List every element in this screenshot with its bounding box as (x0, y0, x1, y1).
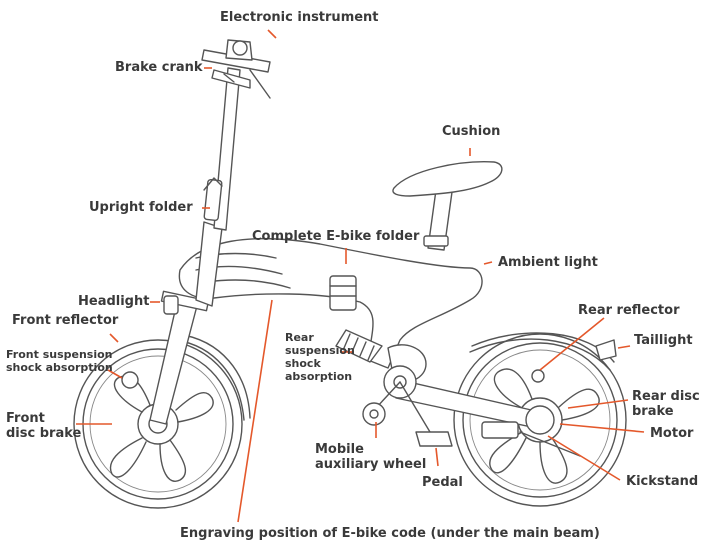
label-headlight: Headlight (78, 294, 150, 309)
label-electronic-instrument: Electronic instrument (220, 10, 379, 25)
label-engraving-position: Engraving position of E-bike code (under… (180, 526, 600, 541)
label-motor: Motor (650, 426, 694, 441)
label-complete-folder: Complete E-bike folder (252, 229, 420, 244)
swing-arm (395, 379, 541, 429)
label-mobile-auxiliary-wheel: Mobile auxiliary wheel (315, 442, 427, 472)
kickstand-leg (519, 431, 581, 457)
taillight-body (595, 339, 617, 361)
label-brake-crank: Brake crank (115, 60, 203, 75)
main-frame (178, 237, 483, 369)
auxiliary-wheel (362, 402, 386, 426)
handlebar (201, 39, 271, 99)
front-fork (149, 297, 199, 425)
label-upright-folder: Upright folder (89, 200, 193, 215)
label-taillight: Taillight (634, 333, 693, 348)
headlight-body (163, 295, 179, 315)
rear-reflector-body (531, 369, 545, 383)
label-kickstand: Kickstand (626, 474, 699, 489)
label-front-reflector: Front reflector (12, 313, 119, 328)
label-rear-disc-brake: Rear disc brake (632, 389, 700, 419)
pedal-body (415, 431, 453, 447)
front-wheel (73, 339, 243, 509)
label-ambient-light: Ambient light (498, 255, 598, 270)
front-reflector-body (121, 371, 139, 389)
label-front-suspension: Front suspension shock absorption (6, 348, 113, 374)
label-rear-reflector: Rear reflector (578, 303, 680, 318)
saddle (392, 161, 503, 197)
front-fender (175, 339, 245, 421)
label-pedal: Pedal (422, 475, 463, 490)
rear-fender (469, 338, 611, 371)
leader-lines (76, 29, 645, 523)
rear-wheel (453, 333, 627, 507)
label-front-disc-brake: Front disc brake (6, 411, 82, 441)
label-cushion: Cushion (442, 124, 501, 139)
label-rear-suspension: Rear suspension shock absorption (285, 331, 355, 383)
